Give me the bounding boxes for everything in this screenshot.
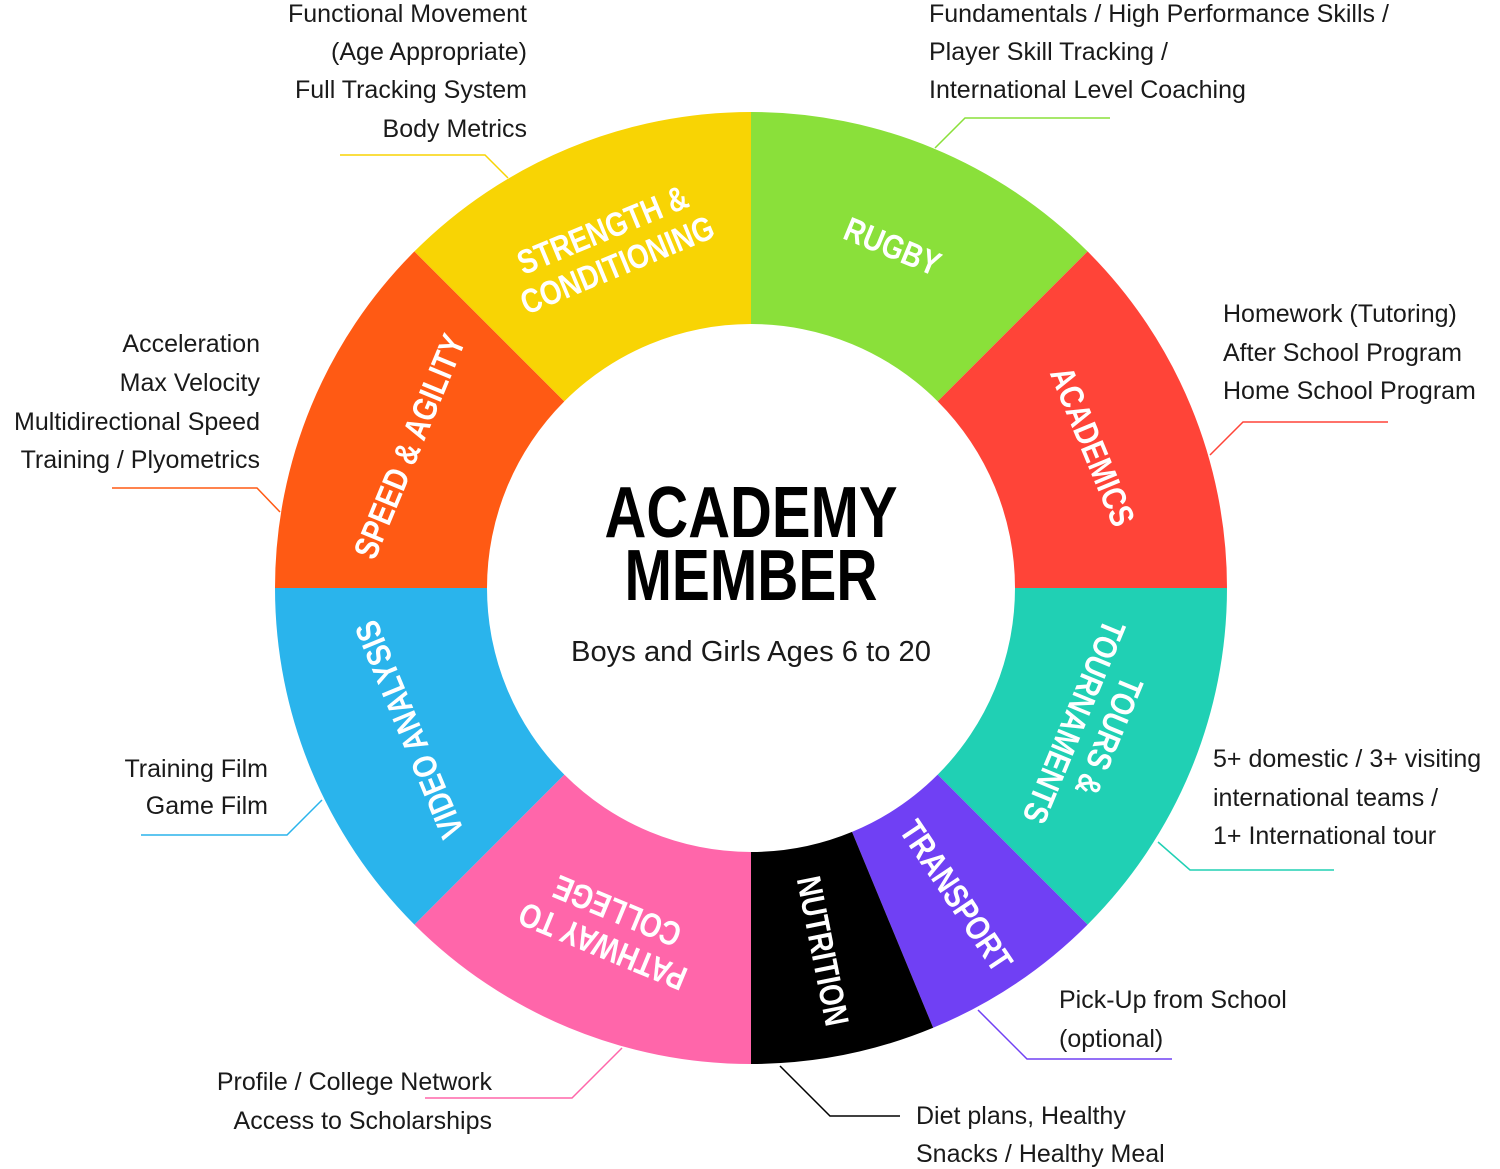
leader-line-transport <box>977 1009 1172 1060</box>
center-title-line1: ACADEMY <box>605 473 898 553</box>
annotation-text: (optional) <box>1059 1025 1163 1053</box>
segment-strength <box>414 112 751 402</box>
annotation-pathway: Profile / College Network Access to Scho… <box>217 1047 623 1135</box>
annotation-tours: 5+ domestic / 3+ visiting international … <box>1157 745 1481 871</box>
annotation-text: Game Film <box>146 792 268 820</box>
leader-line-pathway <box>425 1047 623 1099</box>
annotation-text: Functional Movement <box>288 0 527 28</box>
leader-line-strength <box>340 154 509 179</box>
annotation-text: Profile / College Network <box>217 1068 493 1096</box>
annotation-text: international teams / <box>1213 784 1438 812</box>
annotation-text: Pick-Up from School <box>1059 986 1287 1014</box>
annotation-text: Training / Plyometrics <box>21 446 260 474</box>
leader-line-speed <box>112 487 281 513</box>
segment-speed <box>275 251 565 588</box>
annotation-text: Full Tracking System <box>295 76 527 104</box>
segment-rugby <box>751 112 1088 402</box>
center-title-line2: MEMBER <box>625 536 878 616</box>
annotation-text: Player Skill Tracking / <box>929 38 1168 66</box>
annotation-speed: Acceleration Max Velocity Multidirection… <box>14 330 281 513</box>
annotation-text: Diet plans, Healthy <box>916 1102 1126 1130</box>
annotation-transport: Pick-Up from School (optional) <box>977 986 1287 1060</box>
wheel-segments <box>275 112 1227 1064</box>
annotation-text: International Level Coaching <box>929 76 1246 104</box>
leader-line-nutrition <box>779 1065 900 1117</box>
segment-tours <box>937 588 1227 925</box>
leader-line-video <box>141 799 323 836</box>
annotation-text: (Age Appropriate) <box>331 38 527 66</box>
annotation-text: Home School Program <box>1223 377 1476 405</box>
annotation-rugby: Fundamentals / High Performance Skills /… <box>929 0 1389 149</box>
segment-transport <box>852 774 1088 1028</box>
segment-video <box>275 588 565 925</box>
annotation-text: 1+ International tour <box>1213 822 1436 850</box>
leader-line-rugby <box>934 117 1110 149</box>
segment-nutrition <box>751 831 934 1064</box>
annotation-text: Snacks / Healthy Meal <box>916 1140 1165 1168</box>
annotation-text: Acceleration <box>122 330 260 358</box>
annotation-text: Multidirectional Speed <box>14 408 260 436</box>
leader-line-tours <box>1157 841 1334 871</box>
annotation-text: Fundamentals / High Performance Skills / <box>929 0 1389 28</box>
leader-line-academics <box>1209 421 1388 456</box>
annotation-text: Body Metrics <box>383 115 527 143</box>
annotation-text: Homework (Tutoring) <box>1223 300 1457 328</box>
annotation-text: Max Velocity <box>120 369 261 397</box>
annotation-video: Training Film Game Film <box>124 755 323 836</box>
annotation-text: Access to Scholarships <box>234 1107 492 1135</box>
center-block: ACADEMY MEMBER Boys and Girls Ages 6 to … <box>571 473 931 668</box>
segment-pathway <box>414 774 751 1064</box>
annotation-academics: Homework (Tutoring) After School Program… <box>1209 300 1476 456</box>
annotation-nutrition: Diet plans, Healthy Snacks / Healthy Mea… <box>779 1065 1165 1168</box>
annotation-strength: Functional Movement (Age Appropriate) Fu… <box>288 0 527 179</box>
annotation-text: After School Program <box>1223 339 1462 367</box>
annotation-text: 5+ domestic / 3+ visiting <box>1213 745 1481 773</box>
center-subtitle: Boys and Girls Ages 6 to 20 <box>571 636 931 668</box>
annotation-text: Training Film <box>124 755 268 783</box>
segment-academics <box>937 251 1227 588</box>
